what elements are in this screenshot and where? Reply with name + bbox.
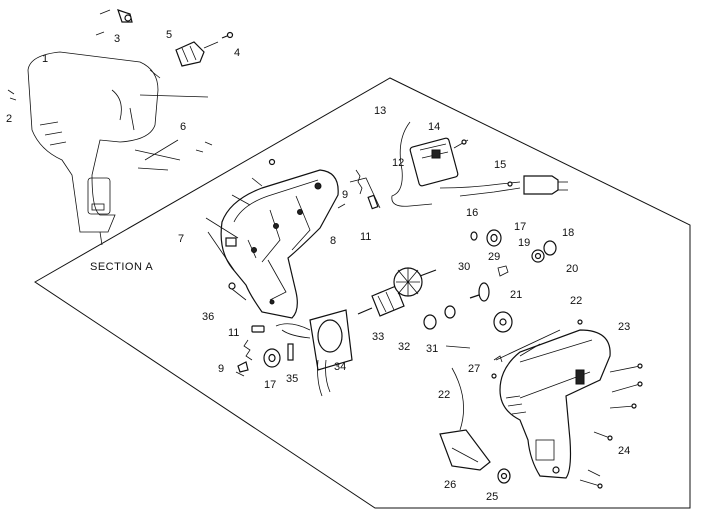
part-label-22-upper: 22 bbox=[570, 295, 582, 307]
part-26-clip bbox=[439, 367, 491, 471]
part-label-20: 20 bbox=[566, 263, 578, 275]
power-cord bbox=[439, 175, 568, 197]
part-24-screws bbox=[579, 363, 643, 489]
part-label-35: 35 bbox=[286, 373, 298, 385]
part-label-25: 25 bbox=[486, 491, 498, 503]
part-label-8: 8 bbox=[330, 235, 336, 247]
section-a-boundary bbox=[34, 77, 691, 509]
part-label-9-upper: 9 bbox=[342, 189, 348, 201]
part-label-32: 32 bbox=[398, 341, 410, 353]
part-label-11-lower: 11 bbox=[228, 327, 239, 339]
part-5-chuck bbox=[175, 41, 219, 67]
part-label-29: 29 bbox=[488, 251, 500, 263]
part-17-bearing-upper bbox=[486, 229, 502, 247]
part-label-2: 2 bbox=[6, 113, 12, 125]
part-33-armature bbox=[357, 267, 437, 317]
part-label-30: 30 bbox=[458, 261, 470, 273]
section-a-label: SECTION A bbox=[90, 261, 153, 273]
switch-assembly bbox=[391, 121, 469, 207]
part-label-17-lower: 17 bbox=[264, 379, 276, 391]
brush-holder-lower bbox=[235, 325, 265, 377]
part-label-31: 31 bbox=[426, 343, 438, 355]
left-housing-half bbox=[205, 158, 339, 319]
parts-31-32 bbox=[423, 305, 456, 330]
part-label-26: 26 bbox=[444, 479, 456, 491]
brush-holder-upper bbox=[337, 169, 381, 210]
gear-shaft bbox=[469, 265, 509, 302]
part-17-bearing-lower bbox=[263, 348, 281, 368]
part-label-5: 5 bbox=[166, 29, 172, 41]
overview-drill bbox=[7, 51, 213, 246]
part-4-chuck-key bbox=[221, 31, 234, 39]
part-3-screws bbox=[95, 9, 133, 36]
part-label-23: 23 bbox=[618, 321, 630, 333]
part-label-14: 14 bbox=[428, 121, 440, 133]
part-label-33: 33 bbox=[372, 331, 384, 343]
part-label-34: 34 bbox=[334, 361, 346, 373]
part-25-nut bbox=[497, 468, 511, 484]
part-label-11-upper: 11 bbox=[360, 231, 371, 243]
parts-18-19-20 bbox=[531, 240, 557, 263]
part-label-18: 18 bbox=[562, 227, 574, 239]
part-label-7: 7 bbox=[178, 233, 184, 245]
part-label-17-upper: 17 bbox=[514, 221, 526, 233]
part-label-6: 6 bbox=[180, 121, 186, 133]
part-label-16: 16 bbox=[466, 207, 478, 219]
part-label-36: 36 bbox=[202, 311, 214, 323]
part-label-19: 19 bbox=[518, 237, 530, 249]
part-16-bushing bbox=[470, 231, 478, 241]
part-35-pin bbox=[287, 343, 294, 361]
part-label-9-lower: 9 bbox=[218, 363, 224, 375]
part-label-24: 24 bbox=[618, 445, 630, 457]
part-21-gear bbox=[493, 311, 513, 333]
part-22-27-pins bbox=[445, 319, 583, 379]
part-label-13: 13 bbox=[374, 105, 386, 117]
part-label-12: 12 bbox=[392, 157, 404, 169]
part-label-3: 3 bbox=[114, 33, 120, 45]
part-label-15: 15 bbox=[494, 159, 506, 171]
right-housing-half bbox=[499, 329, 611, 479]
part-label-22-lower: 22 bbox=[438, 389, 450, 401]
part-label-1: 1 bbox=[42, 53, 48, 65]
part-34-field bbox=[275, 309, 353, 397]
part-label-27: 27 bbox=[468, 363, 480, 375]
part-label-4: 4 bbox=[234, 47, 240, 59]
part-label-21: 21 bbox=[510, 289, 522, 301]
